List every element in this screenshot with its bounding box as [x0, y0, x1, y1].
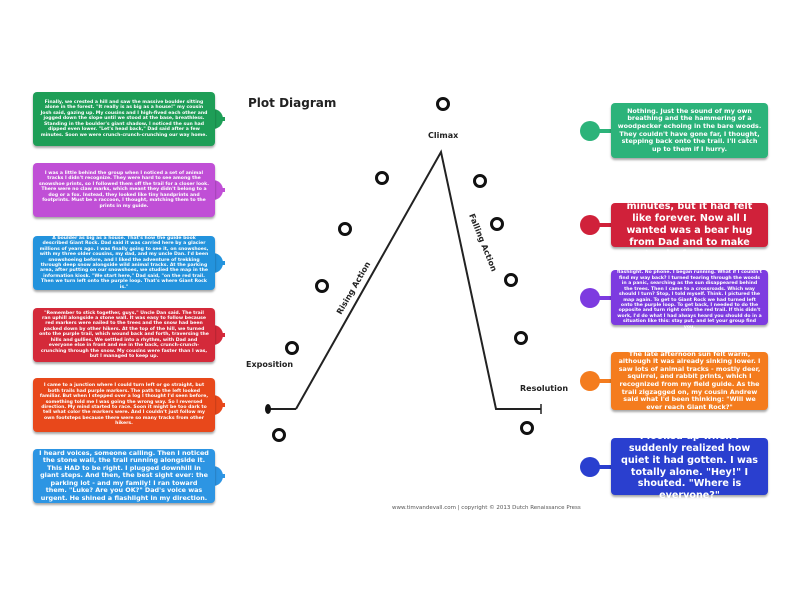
drop-target-circle[interactable]: [285, 341, 299, 355]
drop-target-circle[interactable]: [375, 171, 389, 185]
page-title: Plot Diagram: [248, 96, 337, 110]
card-handle-knob[interactable]: [580, 120, 600, 141]
drop-target-circle[interactable]: [436, 97, 450, 111]
resolution-label: Resolution: [520, 384, 568, 393]
draggable-story-card[interactable]: The late afternoon sun felt warm, althou…: [611, 350, 768, 410]
card-connector: [594, 295, 612, 300]
card-connector: [594, 128, 612, 133]
start-dot: [265, 404, 271, 414]
climax-label: Climax: [428, 131, 459, 140]
exposition-label: Exposition: [246, 360, 293, 369]
drop-target-circle[interactable]: [490, 217, 504, 231]
drop-target-circle[interactable]: [473, 174, 487, 188]
plot-line: [295, 149, 541, 410]
drop-target-circle[interactable]: [520, 421, 534, 435]
card-connector: [594, 223, 612, 227]
draggable-story-card[interactable]: It seemed to grow darker by the second. …: [611, 265, 768, 330]
draggable-story-card[interactable]: I looked up when I suddenly realized how…: [611, 431, 768, 501]
draggable-story-card[interactable]: Finally, we crested a hill and saw the m…: [33, 92, 215, 146]
card-handle-knob[interactable]: [580, 371, 600, 391]
copyright-footer: www.timvandevall.com | copyright © 2013 …: [392, 505, 581, 511]
card-connector: [594, 464, 612, 469]
draggable-story-card[interactable]: I came to a junction where I could turn …: [33, 378, 215, 432]
draggable-story-card[interactable]: "Remember to stick together, guys," Uncl…: [33, 308, 215, 362]
drop-target-circle[interactable]: [514, 331, 528, 345]
draggable-story-card[interactable]: I was a little behind the group when I n…: [33, 163, 215, 217]
card-handle-knob[interactable]: [580, 287, 600, 308]
card-handle-knob[interactable]: [580, 456, 600, 477]
drop-target-circle[interactable]: [338, 222, 352, 236]
falling-action-label: Falling Action: [467, 212, 499, 273]
draggable-story-card[interactable]: A boulder as big as a house. That's how …: [33, 236, 215, 290]
draggable-story-card[interactable]: Nothing. Just the sound of my own breath…: [611, 103, 768, 158]
card-handle-knob[interactable]: [580, 215, 600, 235]
draggable-story-card[interactable]: I heard voices, someone calling. Then I …: [33, 449, 215, 503]
drop-target-circle[interactable]: [504, 273, 518, 287]
drop-target-circle[interactable]: [315, 279, 329, 293]
draggable-story-card[interactable]: I'd only been lost for minutes, but it h…: [611, 189, 768, 260]
drop-target-circle[interactable]: [272, 428, 286, 442]
card-connector: [594, 379, 612, 383]
